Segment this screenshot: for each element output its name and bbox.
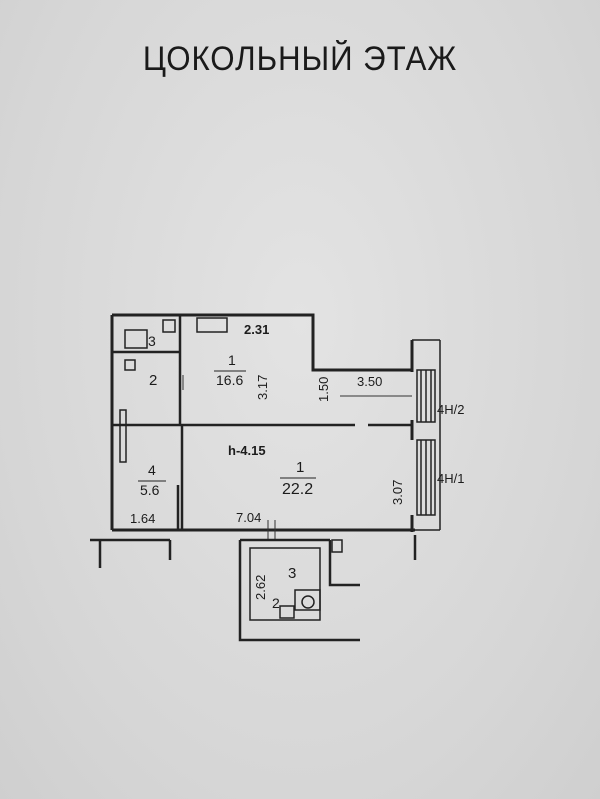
dim-right-height: 3.07 — [390, 480, 405, 505]
dimension-labels: 2.31 3.17 1.50 3.50 h-4.15 3.07 1.64 7.0… — [130, 322, 464, 600]
room-1b-number: 1 — [296, 459, 304, 476]
dim-bottom-width: 7.04 — [236, 510, 261, 525]
room-3-number: 3 — [148, 333, 156, 349]
room-2-number: 2 — [149, 372, 157, 389]
window-lower — [416, 439, 436, 516]
lower-walls — [90, 535, 417, 642]
room-1-area: 16.6 — [216, 372, 243, 388]
dim-passage-width: 1.50 — [316, 377, 331, 402]
dim-window-width: 3.50 — [357, 374, 382, 389]
room-4-number: 4 — [148, 462, 156, 478]
dim-bath-height: 2.62 — [253, 575, 268, 600]
window-upper-label: 4Н/2 — [437, 402, 464, 417]
outer-wall-top — [112, 313, 412, 372]
dim-top-width: 2.31 — [244, 322, 269, 337]
dim-ceiling-height: h-4.15 — [228, 443, 266, 458]
toilet — [294, 589, 321, 611]
room-3b-number: 3 — [288, 565, 296, 582]
dim-room1-height: 3.17 — [255, 375, 270, 400]
room-labels: 3 2 1 16.6 4 5.6 1 22.2 3 2 — [138, 333, 316, 611]
window-lower-label: 4Н/1 — [437, 471, 464, 486]
room-2b-number: 2 — [272, 595, 280, 611]
bath-fixtures — [124, 317, 228, 371]
window-left — [119, 409, 127, 463]
room-1b-area: 22.2 — [282, 481, 313, 498]
window-upper — [416, 369, 436, 423]
room-1-number: 1 — [228, 352, 236, 368]
bathroom-room — [249, 547, 321, 621]
room-4-area: 5.6 — [140, 482, 160, 498]
dim-left-width: 1.64 — [130, 511, 155, 526]
page-title: ЦОКОЛЬНЫЙ ЭТАЖ — [142, 40, 458, 78]
radiator — [196, 317, 228, 333]
